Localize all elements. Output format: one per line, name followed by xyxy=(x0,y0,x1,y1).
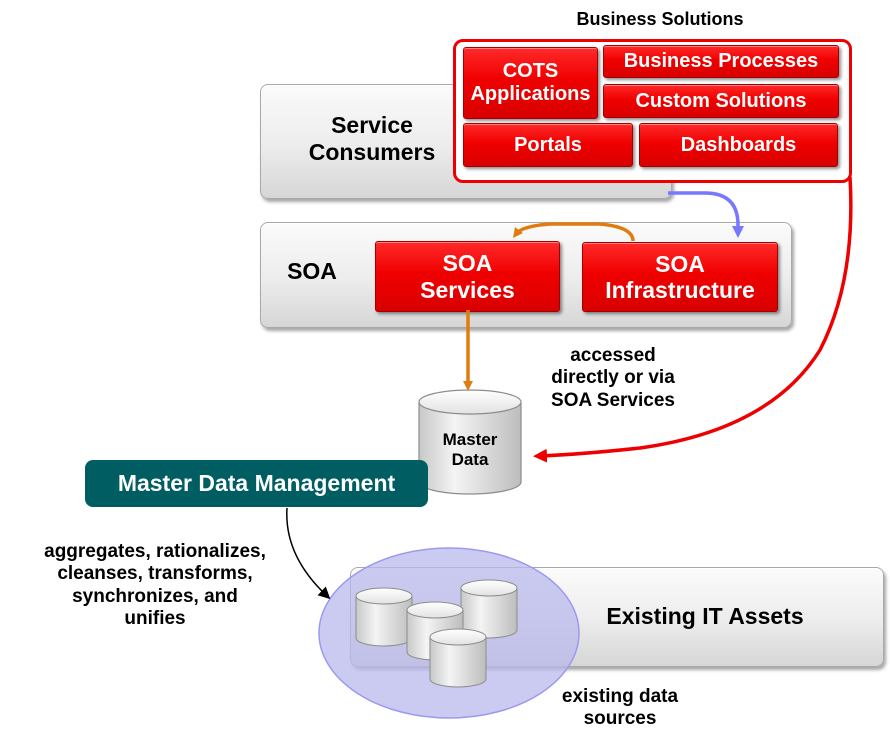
access-note: accessed directly or via SOA Services xyxy=(528,345,698,412)
data-sources-line2: sources xyxy=(583,708,657,730)
mdm-actions-line1: aggregates, rationalizes, xyxy=(44,541,266,562)
service-consumers-label: Service Consumers xyxy=(292,112,452,166)
soa-services-line2: Services xyxy=(420,276,515,303)
soa-infrastructure-line1: SOA xyxy=(655,250,705,277)
master-data-line1: Master xyxy=(442,430,498,449)
mdm-actions-line3: synchronizes, and xyxy=(72,585,238,607)
service-consumers-line1: Service xyxy=(331,112,413,138)
mdm-to-data-sources-arrow xyxy=(286,507,331,600)
access-note-line3: SOA Services xyxy=(551,389,675,411)
data-source-cylinder xyxy=(429,628,487,688)
mdm-banner[interactable]: Master Data Management xyxy=(85,460,428,507)
master-data-label: Master Data xyxy=(425,430,515,470)
cots-applications-box[interactable]: COTS Applications xyxy=(463,47,598,119)
custom-solutions-box[interactable]: Custom Solutions xyxy=(603,84,839,118)
master-data-cylinder xyxy=(418,389,522,495)
cots-line2: Applications xyxy=(470,83,591,105)
soa-infrastructure-line2: Infrastructure xyxy=(605,277,755,303)
mdm-actions-line4: unifies xyxy=(124,608,186,630)
cots-line1: COTS xyxy=(502,60,559,82)
soa-services-box[interactable]: SOA Services xyxy=(375,241,560,312)
mdm-actions-line2: cleanses, transforms, xyxy=(57,563,253,585)
data-source-cylinder xyxy=(355,587,413,647)
access-note-line2: directly or via xyxy=(551,367,675,389)
business-solutions-title: Business Solutions xyxy=(576,9,744,29)
existing-it-assets-label: Existing IT Assets xyxy=(606,603,804,629)
master-data-line2: Data xyxy=(451,450,489,470)
soa-label: SOA xyxy=(287,258,337,284)
service-consumers-line2: Consumers xyxy=(308,139,436,166)
consumers-to-infrastructure-arrow xyxy=(668,191,744,238)
access-note-line1: accessed xyxy=(570,345,656,366)
data-sources-line1: existing data xyxy=(561,686,679,707)
soa-services-line1: SOA xyxy=(442,250,493,277)
portals-box[interactable]: Portals xyxy=(463,123,633,167)
mdm-actions-text: aggregates, rationalizes, cleanses, tran… xyxy=(20,541,290,631)
business-processes-box[interactable]: Business Processes xyxy=(603,45,839,78)
business-solutions-to-master-data-arrow xyxy=(533,176,853,463)
soa-infrastructure-box[interactable]: SOA Infrastructure xyxy=(582,242,778,312)
dashboards-box[interactable]: Dashboards xyxy=(639,123,838,167)
data-sources-caption: existing data sources xyxy=(540,686,700,731)
infrastructure-to-services-arrow xyxy=(512,222,635,242)
